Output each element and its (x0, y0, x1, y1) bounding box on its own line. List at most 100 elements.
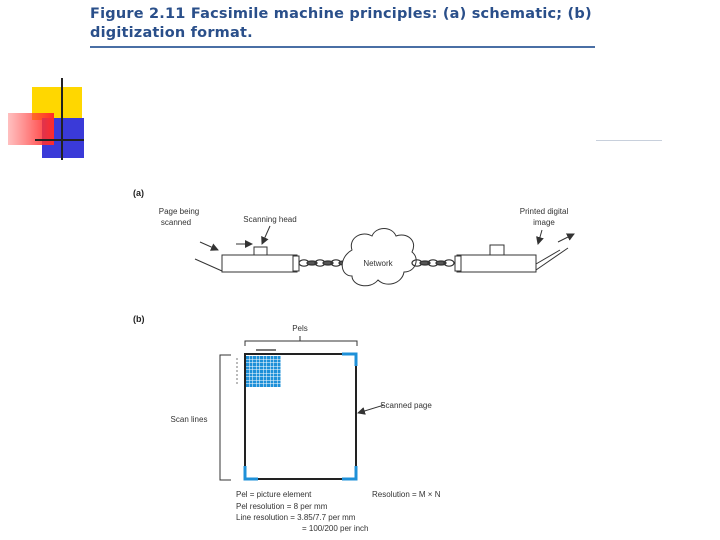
pel (267, 370, 270, 373)
pel (277, 366, 281, 370)
pel (249, 366, 253, 370)
scan-lines-bracket (219, 354, 231, 481)
pel (260, 370, 263, 373)
pel (260, 356, 263, 359)
divider-line (596, 140, 662, 141)
pel (263, 366, 267, 370)
pel (263, 373, 267, 377)
pels-bracket (244, 336, 358, 346)
chain-link (435, 260, 447, 266)
pel (277, 356, 281, 359)
output-page (535, 247, 569, 271)
pel (263, 363, 267, 366)
note-pel-resolution: Pel resolution = 8 per mm (236, 502, 328, 511)
decorative-squares (8, 78, 84, 160)
pel (253, 356, 256, 359)
pel (249, 370, 253, 373)
pel (277, 370, 281, 373)
sending-machine-body (221, 254, 298, 273)
pel (263, 370, 267, 373)
pel (263, 377, 267, 380)
pel (274, 377, 277, 380)
pel (253, 370, 256, 373)
corner-pels-bottom-right (342, 466, 358, 481)
receiving-fax-machine (454, 229, 575, 273)
pel (246, 384, 249, 387)
pel (277, 377, 281, 380)
network-cloud (341, 228, 417, 287)
pel (267, 363, 270, 366)
pel (260, 359, 263, 363)
pel (256, 356, 260, 359)
figure-title-line-2: digitization format. (90, 25, 253, 41)
scanning-head-box (253, 246, 268, 256)
page-feed-arrow (199, 241, 219, 251)
pel (267, 377, 270, 380)
sending-machine-end (292, 255, 300, 272)
pel (246, 377, 249, 380)
input-page-edge (194, 258, 223, 272)
label-page-being-scanned-line2: scanned (161, 218, 191, 227)
label-printed-digital-line1: Printed digital (520, 207, 569, 216)
sending-fax-machine (194, 225, 300, 273)
pel (260, 384, 263, 387)
pel (267, 373, 270, 377)
receiving-machine-body (456, 254, 537, 273)
label-page-being-scanned-line1: Page being (159, 207, 199, 216)
pel (253, 363, 256, 366)
chain-link (443, 259, 455, 267)
pel (249, 380, 253, 384)
pel (274, 363, 277, 366)
link-chain-left (298, 259, 350, 267)
pel (270, 380, 274, 384)
pel (246, 380, 249, 384)
pel (274, 366, 277, 370)
note-line-resolution: Line resolution = 3.85/7.7 per mm (236, 513, 356, 522)
chain-link (322, 260, 334, 266)
pel (270, 366, 274, 370)
pel (263, 384, 267, 387)
label-scan-lines: Scan lines (171, 415, 208, 424)
pel (256, 377, 260, 380)
panel-a-label: (a) (133, 188, 144, 198)
pel (267, 384, 270, 387)
pel (274, 384, 277, 387)
pel (253, 373, 256, 377)
corner-pels-bottom-left (243, 466, 258, 481)
label-pels: Pels (292, 324, 308, 333)
label-printed-digital-line2: image (533, 218, 555, 227)
pel (267, 380, 270, 384)
pel (274, 380, 277, 384)
pel (256, 363, 260, 366)
pel (249, 359, 253, 363)
printed-image-pointer (536, 229, 544, 245)
pel (256, 370, 260, 373)
pel (270, 359, 274, 363)
pel (260, 380, 263, 384)
pel (274, 373, 277, 377)
pel (249, 377, 253, 380)
pel (270, 356, 274, 359)
pel (263, 359, 267, 363)
corner-pels-top-right (342, 352, 358, 366)
chain-link (306, 260, 318, 266)
label-network: Network (363, 259, 393, 268)
pel (277, 359, 281, 363)
note-line-resolution-inch: = 100/200 per inch (302, 524, 369, 533)
pel (249, 384, 253, 387)
pel (274, 359, 277, 363)
note-resolution: Resolution = M × N (372, 490, 441, 499)
pel (277, 373, 281, 377)
pel (246, 366, 249, 370)
pel (270, 384, 274, 387)
figure-title-line-1: Figure 2.11 Facsimile machine principles… (90, 6, 592, 22)
figure-title: Figure 2.11 Facsimile machine principles… (90, 5, 610, 43)
pel (253, 384, 256, 387)
chain-link (419, 260, 431, 266)
output-direction-arrow (557, 233, 575, 243)
pel (246, 359, 249, 363)
pel (246, 370, 249, 373)
pel (249, 363, 253, 366)
pel (253, 359, 256, 363)
